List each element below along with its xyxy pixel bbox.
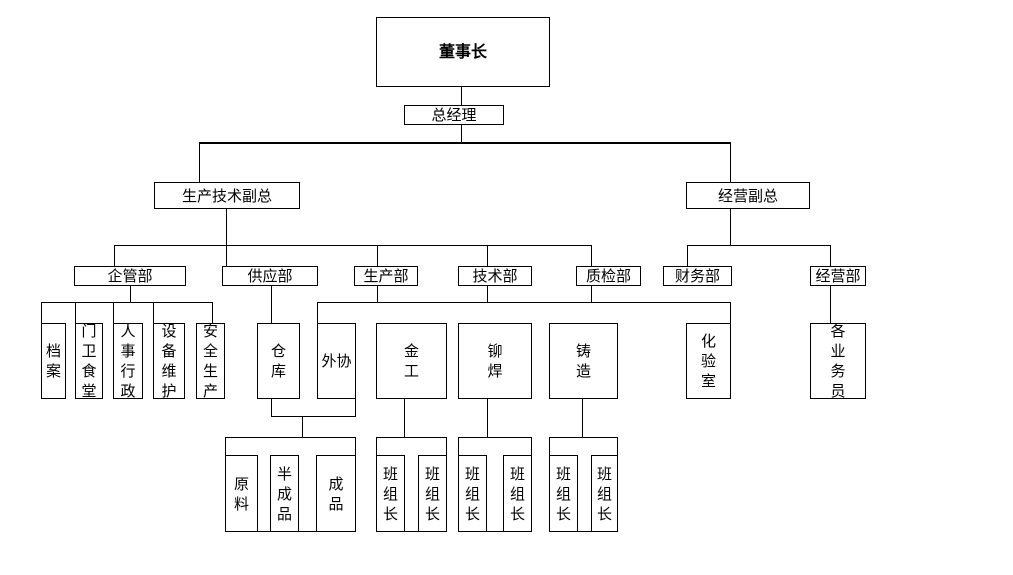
unit-outsourcing: 外协 [317,323,356,399]
connector-line [114,245,115,266]
connector-line [130,285,131,303]
team-leader-box: 班 组 长 [458,455,487,532]
connector-line [487,285,488,303]
connector-line [487,245,488,266]
connector-line [377,245,378,266]
connector-line [730,142,731,182]
connector-line [377,285,378,303]
vp-business-box: 经营副总 [686,182,810,209]
unit-metalwork: 金 工 [376,323,447,399]
connector-line [591,245,592,266]
dept-quality: 质检部 [576,266,641,286]
unit-sales-staff: 各 业 务 员 [810,322,866,400]
connector-line [582,398,583,437]
chairman-box: 董事长 [376,17,550,87]
connector-line [199,142,200,182]
team-leader-box: 班 组 长 [549,455,578,532]
connector-line [153,302,154,323]
dept-technology: 技术部 [458,266,532,286]
connector-line [226,245,227,266]
connector-line [271,398,272,417]
connector-line [75,302,76,323]
connector-line [114,245,592,246]
connector-line [271,416,356,417]
unit-safety: 安 全 生 产 [196,322,225,400]
unit-casting: 铸 造 [549,323,618,399]
subunit-raw-material: 原 料 [225,455,258,532]
connector-line [113,302,114,323]
connector-line [199,142,731,144]
connector-line [317,302,318,323]
vp-production-box: 生产技术副总 [154,182,300,209]
connector-line [404,398,405,437]
unit-equipment: 设 备 维 护 [153,322,185,400]
subunit-semi-finished: 半 成 品 [270,455,299,532]
connector-line [302,416,303,437]
connector-line [687,245,688,266]
connector-line [687,245,831,246]
subunit-finished: 成 品 [316,455,356,532]
connector-line [730,209,731,246]
connector-line [41,302,213,303]
connector-line [226,209,227,246]
unit-lab: 化 验 室 [686,323,731,399]
connector-line [41,302,42,323]
general-manager-box: 总经理 [404,105,504,125]
team-leader-box: 班 组 长 [418,455,447,532]
unit-archives: 档 案 [41,323,66,399]
dept-production: 生产部 [354,266,418,286]
connector-line [830,285,831,323]
team-leader-box: 班 组 长 [503,455,532,532]
connector-line [461,124,462,143]
connector-line [461,87,462,105]
connector-line [730,302,731,323]
unit-gate-canteen: 门 卫 食 堂 [75,322,103,400]
connector-line [317,302,731,303]
team-leader-box: 班 组 长 [591,455,618,532]
unit-warehouse: 仓 库 [257,323,300,399]
unit-hr-admin: 人 事 行 政 [113,322,143,400]
connector-line [487,398,488,437]
dept-finance: 财务部 [663,266,732,286]
connector-line [591,285,592,303]
connector-line [830,245,831,266]
connector-line [271,285,272,323]
dept-business: 经营部 [810,266,866,286]
dept-enterprise-mgmt: 企管部 [74,266,186,286]
team-leader-box: 班 组 长 [376,455,405,532]
dept-supply: 供应部 [222,266,318,286]
unit-riveting: 铆 焊 [458,323,532,399]
connector-line [355,398,356,417]
connector-line [212,302,213,323]
